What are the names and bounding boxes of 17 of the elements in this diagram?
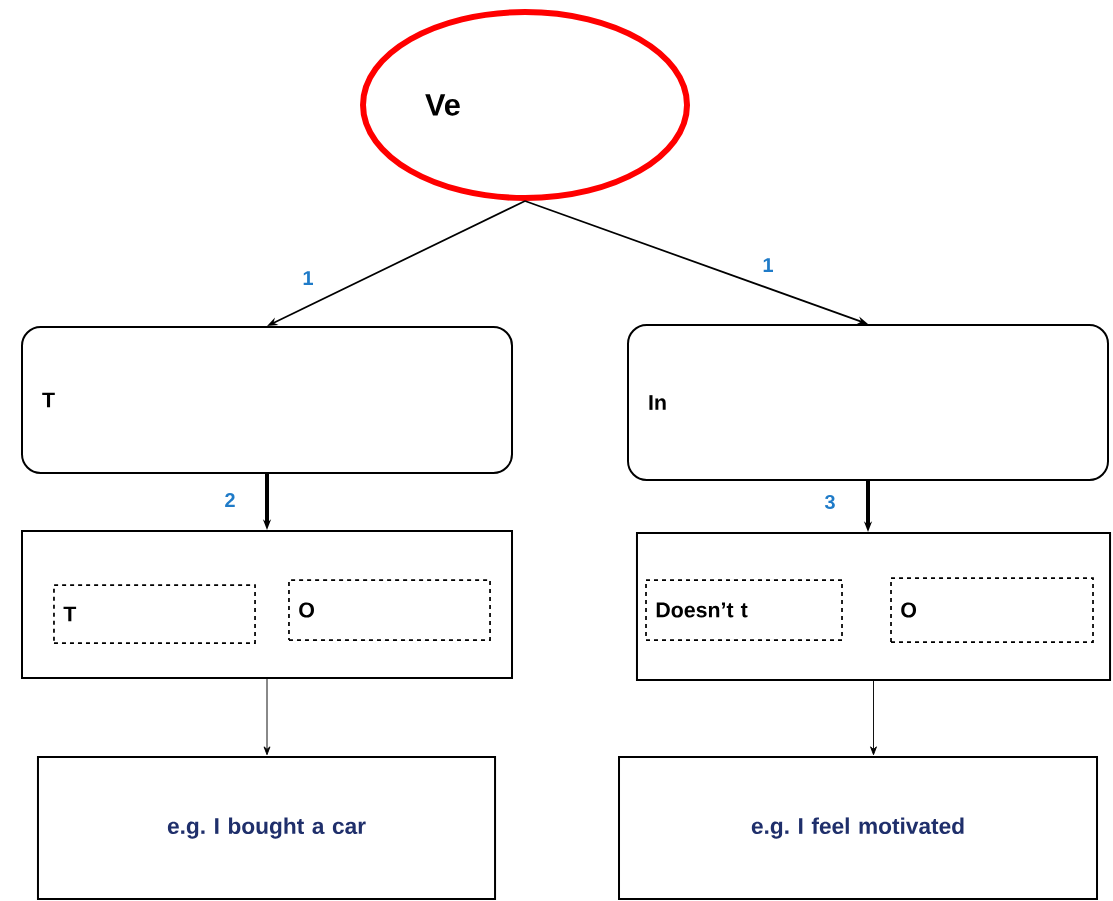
- container-box: [21, 530, 513, 679]
- rounded-box: In: [627, 324, 1109, 481]
- edge-label: 2: [223, 491, 237, 509]
- dashed-box: O: [890, 577, 1094, 643]
- dashed-box: T: [53, 584, 256, 644]
- arrow: [870, 680, 877, 756]
- dashed-box: O: [288, 579, 491, 641]
- edge-label: 1: [761, 256, 775, 274]
- example-box: e.g. I feel motivated: [618, 756, 1098, 900]
- edge-label: 1: [301, 269, 315, 287]
- container-box: [635, 532, 1112, 681]
- dashed-box: Doesn’t t: [645, 579, 843, 641]
- ellipse-node: Ve: [360, 9, 690, 201]
- edge-label: 3: [823, 493, 837, 511]
- example-box: e.g. I bought a car: [36, 756, 497, 900]
- rounded-box: T: [21, 326, 513, 474]
- arrow: [263, 678, 271, 756]
